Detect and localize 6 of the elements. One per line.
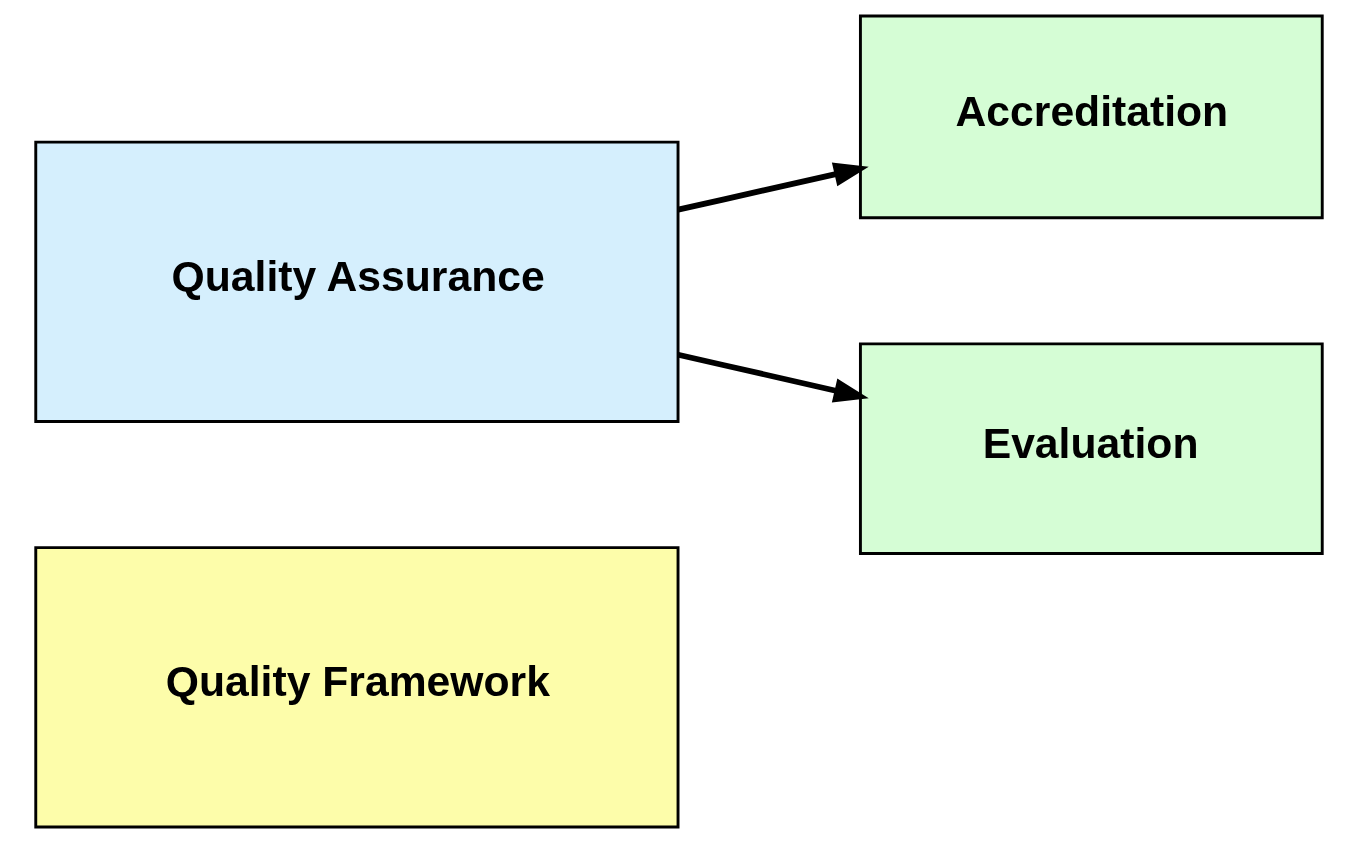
node-box: Evaluation [858, 342, 1324, 555]
node-box: Quality Framework [33, 546, 679, 829]
node-box: Quality Assurance [33, 140, 679, 423]
node-box: Accreditation [858, 14, 1324, 220]
arrow [677, 162, 869, 213]
arrow [677, 351, 869, 403]
